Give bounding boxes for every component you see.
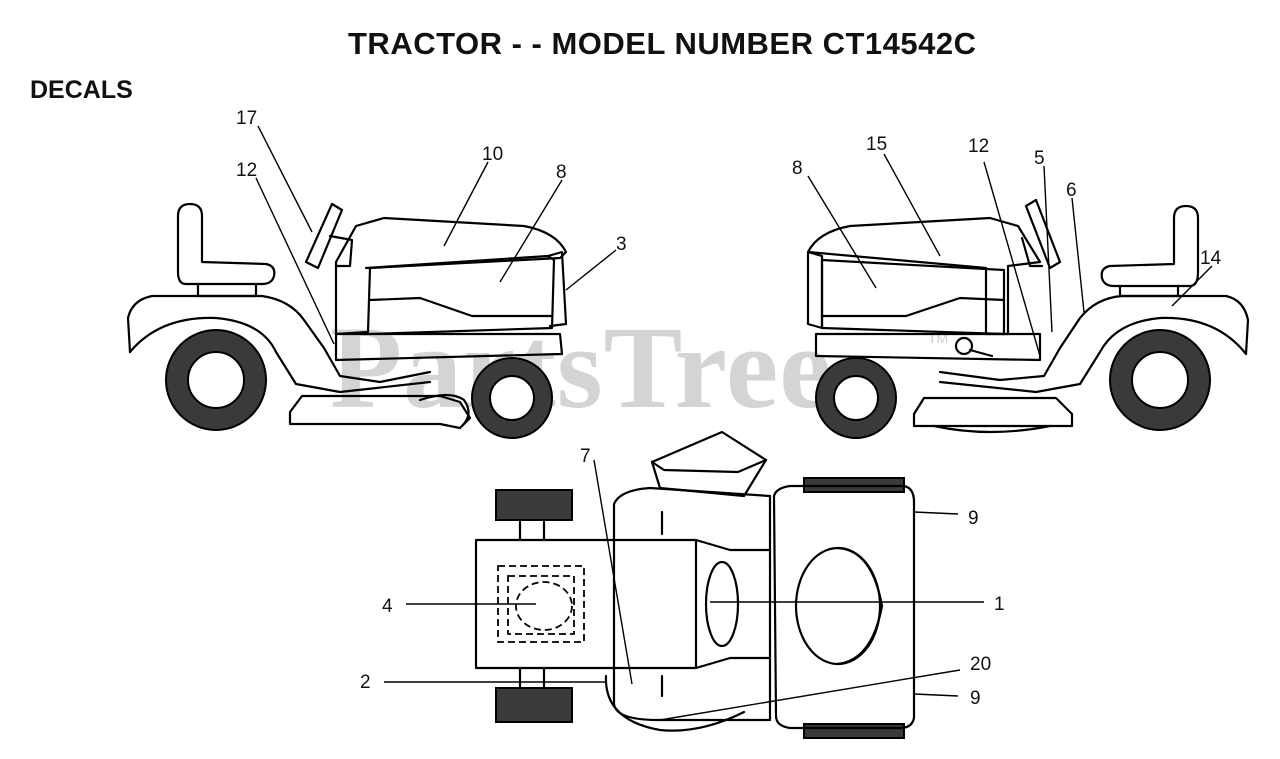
rear-body-left: [126, 294, 432, 384]
seat-left: [176, 202, 276, 286]
center-body-top: [612, 486, 772, 722]
seat-top: [650, 430, 768, 498]
callout-top-9-lower: 9: [970, 688, 981, 709]
callout-top-20: 20: [970, 654, 991, 675]
watermark: PartsTree: [330, 302, 833, 433]
mower-deck-left: [288, 394, 472, 430]
callout-top-4: 4: [382, 596, 393, 617]
callout-right-8: 8: [792, 158, 803, 179]
mower-deck-right: [912, 396, 1074, 428]
callout-top-2: 2: [360, 672, 371, 693]
callout-right-5: 5: [1034, 148, 1045, 169]
tractor-top-view: [474, 430, 916, 739]
callout-top-9-upper: 9: [968, 508, 979, 529]
page-title: TRACTOR - - MODEL NUMBER CT14542C: [348, 26, 977, 61]
callout-left-8: 8: [556, 162, 567, 183]
callout-right-12: 12: [968, 136, 989, 157]
callout-right-6: 6: [1066, 180, 1077, 201]
callout-right-14: 14: [1200, 248, 1222, 269]
seat-right: [1100, 204, 1200, 288]
tractor-left-side-view: [126, 202, 568, 439]
steering-wheel-left: [304, 202, 344, 270]
callout-left-10: 10: [482, 144, 503, 165]
callout-left-3: 3: [616, 234, 627, 255]
rear-tire-top-lower: [495, 687, 573, 723]
rear-tire-top-upper: [495, 489, 573, 521]
callout-top-7: 7: [580, 446, 591, 467]
front-tire-top-lower: [803, 723, 905, 739]
callout-left-12: 12: [236, 160, 257, 181]
callout-top-1: 1: [994, 594, 1005, 615]
hood-top: [772, 484, 916, 730]
tractor-right-side-view: [806, 198, 1250, 439]
callout-left-17: 17: [236, 108, 257, 129]
callout-right-15: 15: [866, 134, 887, 155]
steering-wheel-right: [1024, 198, 1062, 270]
dash-oval-top: [704, 560, 740, 648]
section-heading: DECALS: [30, 76, 133, 104]
